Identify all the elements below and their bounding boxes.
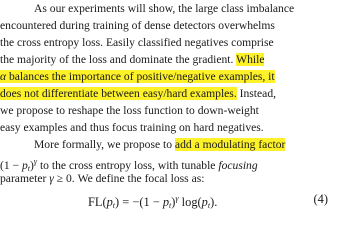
math-run: ). [210,195,218,209]
text-line: the cross entropy loss. Easily classifie… [0,34,274,51]
text-run: easy examples and thus focus training on… [0,121,264,134]
text-run: As our experiments will show, the large … [34,2,295,15]
math-subscript: t [207,201,211,210]
highlighted-text: α balances the importance of positive/ne… [0,70,275,83]
text-run: we propose to reshape the loss function … [0,104,259,117]
text-line: we propose to reshape the loss function … [0,102,259,119]
math-run: ) [171,195,176,209]
text-run: parameter [0,172,50,185]
math-run: log( [178,195,202,209]
text-line: (1 − pt)γ to the cross entropy loss, wit… [0,153,258,173]
text-run: encountered during training of dense det… [0,19,275,32]
text-run: More formally, we propose to [34,138,175,151]
highlighted-text: does not differentiate between easy/hard… [0,87,237,100]
text-run: ≥ 0. We define the focal loss as: [53,172,205,185]
equation-number: (4) [313,192,328,206]
text-line: easy examples and thus focus training on… [0,119,264,136]
text-line: More formally, we propose to add a modul… [34,136,286,153]
math-p: p [201,195,208,209]
math-p: p [162,195,170,209]
math-subscript: t [169,201,172,210]
equation-body: FL(pt) = −(1 − pt)γ log(pt). [88,189,217,216]
focal-loss-equation: FL(pt) = −(1 − pt)γ log(pt). (4) [0,189,340,210]
paper-excerpt: As our experiments will show, the large … [0,0,340,210]
text-run: the majority of the loss and dominate th… [0,53,234,66]
math-p: p [106,195,113,209]
text-run: Instead, [236,87,277,100]
text-run: the cross entropy loss. Easily classifie… [0,36,274,49]
text-line: does not differentiate between easy/hard… [0,85,276,102]
text-run: to the cross entropy loss, with tunable [37,159,219,172]
math-superscript: γ [33,157,38,166]
highlighted-text: add a modulating factor [174,138,286,151]
math-run: (1 − [0,159,22,172]
math-run: ) [30,159,34,172]
gamma-symbol: γ [49,172,54,185]
math-run: FL( [88,195,107,209]
italic-term: focusing [218,159,258,172]
text-run: balances the importance of positive/nega… [6,70,275,83]
text-line: encountered during training of dense det… [0,17,275,34]
alpha-symbol: α [0,70,7,83]
text-line: α balances the importance of positive/ne… [0,68,275,85]
math-subscript: t [112,201,116,210]
math-superscript: γ [175,194,179,203]
math-p: p [22,159,28,172]
math-run: ) = −(1 − [115,195,163,209]
text-line: parameter γ ≥ 0. We define the focal los… [0,170,204,187]
text-line: the majority of the loss and dominate th… [0,51,265,68]
text-line: As our experiments will show, the large … [34,0,294,17]
math-subscript: t [27,164,31,173]
highlighted-text: While [236,53,265,66]
